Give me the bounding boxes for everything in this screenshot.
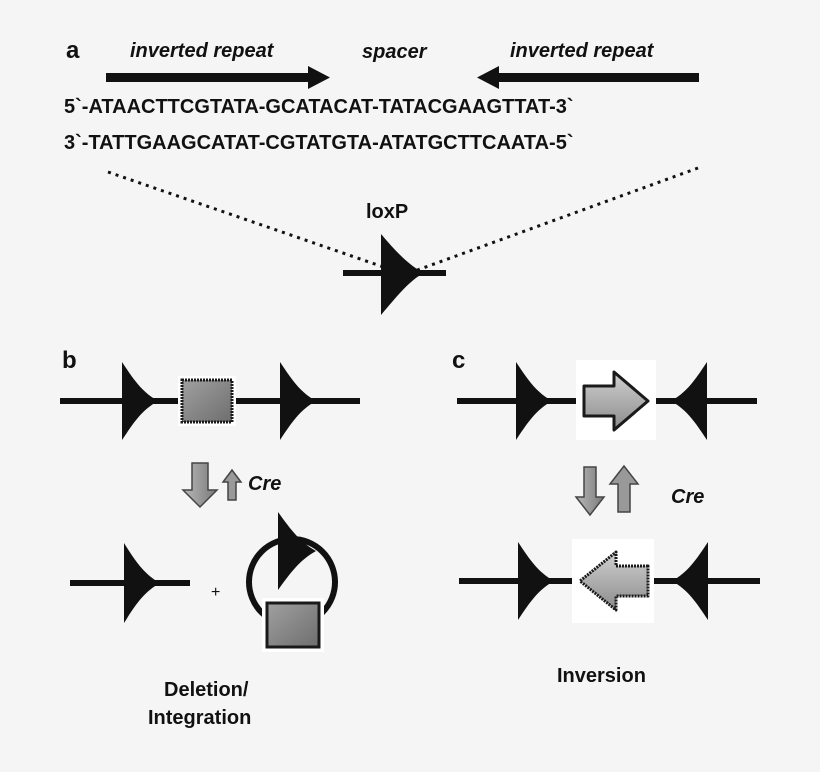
forward-arrow-down-icon	[574, 466, 606, 517]
inversion-label: Inversion	[557, 665, 646, 687]
deletion-label-line2: Integration	[148, 707, 251, 729]
panel-a-label: a	[66, 37, 80, 64]
gene-box-icon	[265, 601, 321, 649]
loxp-site-icon	[672, 542, 708, 620]
plus-sign: +	[211, 584, 220, 601]
loxp-site-icon	[518, 542, 554, 620]
zoom-line-right	[411, 166, 699, 274]
loxp-site-icon	[122, 362, 158, 440]
deletion-label-line1: Deletion/	[164, 679, 249, 701]
loxp-site-icon	[516, 362, 552, 440]
reverse-arrow-up-icon	[221, 468, 243, 501]
sequence-top-strand: 5`-ATAACTTCGTATA-GCATACAT-TATACGAAGTTAT-…	[64, 96, 574, 118]
cre-label-c: Cre	[671, 486, 704, 508]
cre-label-b: Cre	[248, 473, 281, 495]
loxp-site-icon	[343, 234, 446, 315]
gene-box-icon	[180, 378, 234, 424]
panel-b-label: b	[62, 347, 77, 374]
reaction-arrows-c	[574, 464, 640, 517]
forward-arrow-down-icon	[181, 462, 219, 509]
product-b-circle	[246, 512, 338, 652]
sequence-bottom-strand: 3`-TATTGAAGCATAT-CGTATGTA-ATATGCTTCAATA-…	[64, 132, 574, 154]
construct-b-top	[60, 362, 360, 440]
construct-c-bottom	[459, 539, 760, 623]
loxp-site-icon	[671, 362, 707, 440]
product-b-linear	[70, 543, 190, 623]
left-inverted-repeat-label: inverted repeat	[130, 40, 275, 62]
zoom-line-left	[107, 170, 399, 274]
right-inverted-repeat-label: inverted repeat	[510, 40, 655, 62]
reaction-arrows-b	[181, 462, 243, 509]
gene-arrow-left-icon	[578, 550, 650, 612]
loxp-label: loxP	[366, 201, 408, 223]
reverse-arrow-up-icon	[608, 464, 640, 513]
gene-arrow-right-icon	[582, 370, 650, 432]
panel-c-label: c	[452, 347, 465, 374]
right-repeat-arrow	[477, 66, 699, 89]
loxp-site-icon	[278, 512, 316, 590]
left-repeat-arrow	[106, 66, 330, 89]
construct-c-top	[457, 360, 757, 440]
loxp-site-icon	[280, 362, 316, 440]
loxp-site-icon	[124, 543, 160, 623]
spacer-label: spacer	[362, 41, 428, 63]
